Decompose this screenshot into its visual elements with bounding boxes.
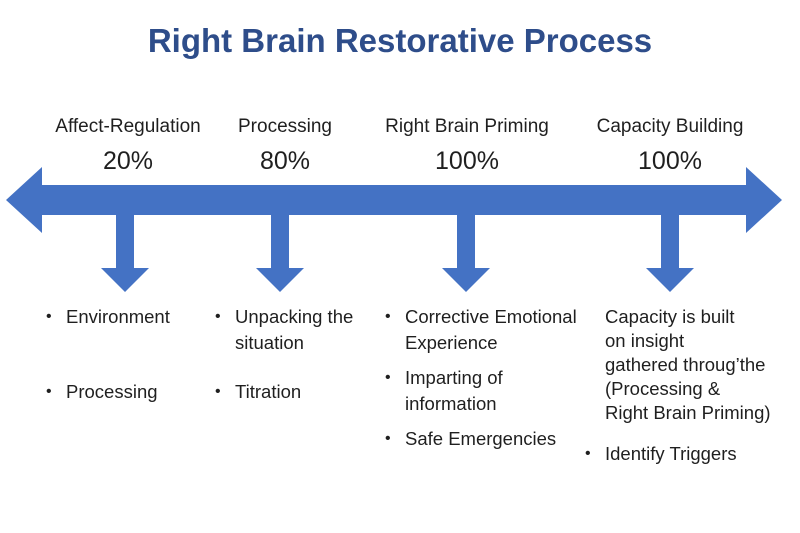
- list-item: Environment: [46, 304, 170, 330]
- description-line: on insight: [605, 330, 685, 351]
- description-line: Capacity is built: [605, 306, 735, 327]
- affect-regulation-list: Environment Processing: [46, 304, 170, 405]
- down-arrow-affect-regulation: [101, 214, 149, 292]
- stage-percent-affect-regulation: 20%: [102, 147, 154, 175]
- description-line: (Processing &: [605, 378, 721, 399]
- stage-label-affect-regulation: Affect-Regulation: [55, 116, 201, 137]
- stage-percent-capacity-building: 100%: [638, 147, 702, 175]
- processing-list: Unpacking the situation Titration: [215, 304, 375, 405]
- down-arrow-right-brain-priming: [442, 214, 490, 292]
- down-arrow-processing: [256, 214, 304, 292]
- capacity-building-list: Identify Triggers: [585, 441, 737, 467]
- stage-label-processing: Processing: [238, 116, 332, 137]
- description-line: Right Brain Priming): [605, 402, 771, 423]
- stage-label-right-brain-priming: Right Brain Priming: [385, 116, 549, 137]
- list-item: Unpacking the situation: [215, 304, 375, 356]
- stage-percent-processing: 80%: [259, 147, 311, 175]
- list-item: Identify Triggers: [585, 441, 737, 467]
- down-arrow-capacity-building: [646, 214, 694, 292]
- right-brain-priming-list: Corrective Emotional Experience Impartin…: [385, 304, 585, 452]
- list-item: Imparting of information: [385, 365, 535, 417]
- stage-label-capacity-building: Capacity Building: [596, 116, 744, 137]
- stage-percent-right-brain-priming: 100%: [435, 147, 499, 175]
- list-item: Safe Emergencies: [385, 426, 585, 452]
- list-item: Processing: [46, 379, 170, 405]
- diagram-title: Right Brain Restorative Process: [147, 22, 653, 59]
- description-line: gathered throug’the: [605, 354, 766, 375]
- double-headed-arrow: [6, 167, 782, 233]
- list-item: Titration: [215, 379, 375, 405]
- list-item: Corrective Emotional Experience: [385, 304, 585, 356]
- capacity-building-description: Capacity is built on insight gathered th…: [605, 305, 771, 425]
